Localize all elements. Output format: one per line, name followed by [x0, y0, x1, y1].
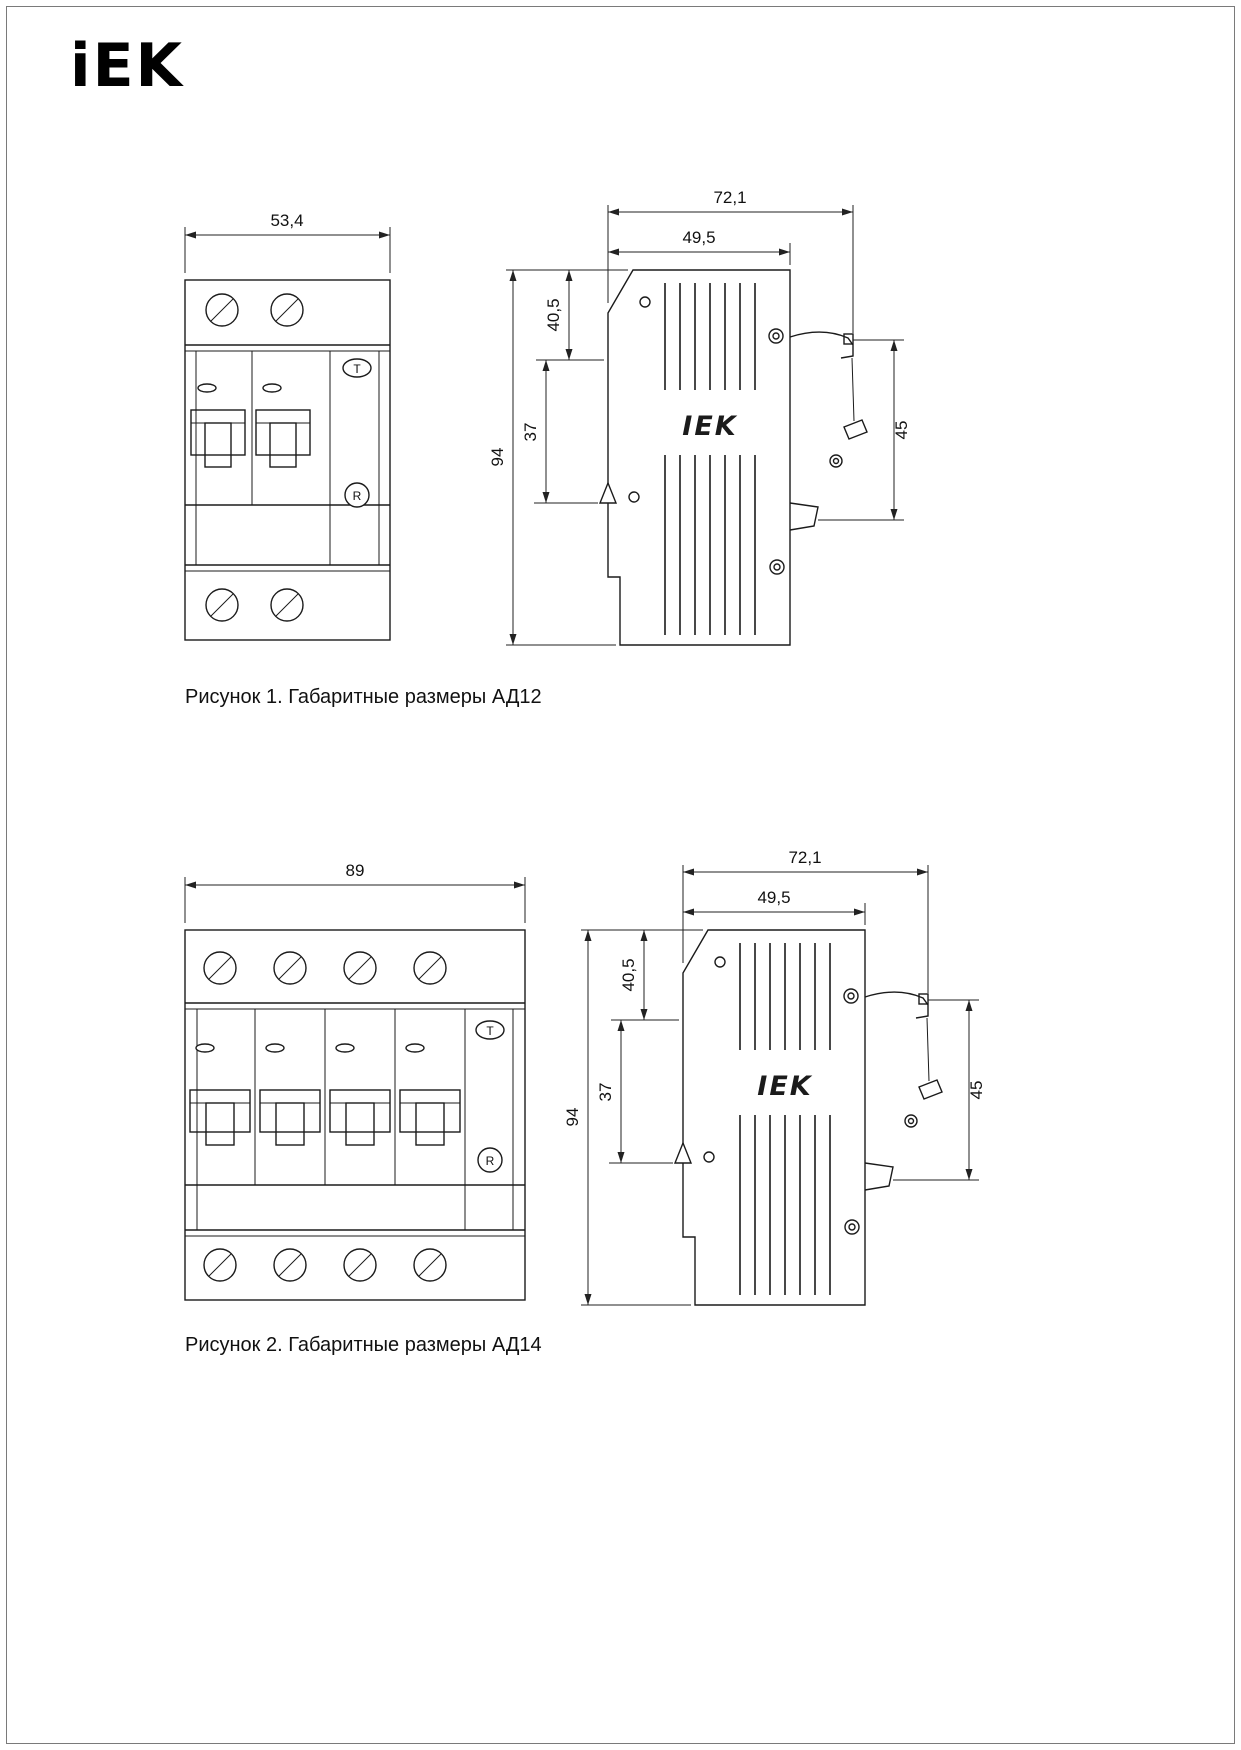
breaker-front-4pole: T R — [184, 929, 526, 1301]
mounting-arrow — [598, 481, 618, 504]
fig2-dim-width-body: 49,5 — [683, 888, 866, 925]
terminal-screws-top — [205, 293, 304, 327]
fig2-front-width-dimension: 89 — [184, 861, 526, 923]
terminal-screws-top — [203, 951, 447, 985]
svg-text:49,5: 49,5 — [757, 888, 790, 907]
svg-text:40,5: 40,5 — [619, 958, 638, 991]
reset-button: R — [344, 482, 370, 508]
svg-text:37: 37 — [521, 423, 540, 442]
fig1-front-view-drawing: 53,4 — [184, 211, 391, 641]
reset-button: R — [477, 1147, 503, 1173]
vent-ribs — [664, 283, 756, 635]
toggle-lever — [189, 1089, 251, 1146]
indicator-windows — [195, 1043, 425, 1053]
fig1-dim-height-mid: 37 — [521, 360, 598, 504]
fig2-dim-height-mid: 37 — [596, 1020, 673, 1164]
fig2-dim-height-rail: 45 — [893, 999, 986, 1181]
fig1-dim-height-rail: 45 — [818, 339, 911, 521]
svg-text:T: T — [486, 1024, 494, 1038]
rail-latch — [918, 1079, 943, 1100]
fig1-caption: Рисунок 1. Габаритные размеры АД12 — [185, 686, 542, 708]
fig1-front-width-dimension: 53,4 — [184, 211, 391, 273]
fig2-side-view-drawing: 72,1 49,5 94 40,5 37 45 — [563, 848, 986, 1306]
toggle-lever — [329, 1089, 391, 1146]
toggle-lever — [255, 409, 311, 468]
rail-latch — [843, 419, 868, 440]
svg-text:45: 45 — [967, 1081, 986, 1100]
breaker-front-2pole: T R — [184, 279, 391, 641]
indicator-windows — [197, 383, 282, 393]
test-button: T — [342, 358, 372, 378]
svg-text:94: 94 — [488, 448, 507, 467]
breaker-side-profile — [673, 929, 943, 1306]
svg-text:40,5: 40,5 — [544, 298, 563, 331]
svg-text:R: R — [486, 1154, 495, 1168]
fig2-front-view-drawing: 89 — [184, 861, 526, 1301]
breaker-side-profile — [598, 269, 868, 646]
dim-label-width: 89 — [346, 861, 365, 880]
fig1-dim-width-total: 72,1 — [607, 188, 854, 333]
mounting-arrow — [673, 1141, 693, 1164]
svg-text:72,1: 72,1 — [713, 188, 746, 207]
iek-logo: iEK — [70, 31, 185, 101]
svg-text:R: R — [353, 489, 362, 503]
fig1-dim-width-body: 49,5 — [608, 228, 791, 265]
svg-text:37: 37 — [596, 1083, 615, 1102]
svg-text:72,1: 72,1 — [788, 848, 821, 867]
vent-ribs — [739, 943, 831, 1295]
toggle-lever — [190, 409, 246, 468]
fig2-dim-width-total: 72,1 — [682, 848, 929, 993]
toggle-lever — [259, 1089, 321, 1146]
fig1-dim-height-upper: 40,5 — [536, 270, 604, 361]
side-brand-logo: IEK — [682, 411, 737, 442]
side-brand-logo: IEK — [757, 1071, 812, 1102]
svg-text:94: 94 — [563, 1108, 582, 1127]
page-border — [6, 6, 1235, 1744]
terminal-screws-bottom — [205, 588, 304, 622]
svg-text:49,5: 49,5 — [682, 228, 715, 247]
test-button: T — [475, 1020, 505, 1040]
svg-text:45: 45 — [892, 421, 911, 440]
fig2-dim-height-upper: 40,5 — [611, 930, 679, 1021]
terminal-screws-bottom — [203, 1248, 447, 1282]
toggle-lever — [399, 1089, 461, 1146]
fig2-caption: Рисунок 2. Габаритные размеры АД14 — [185, 1334, 542, 1356]
fig1-side-view-drawing: 72,1 49,5 94 40,5 37 45 — [488, 188, 911, 646]
dim-label-width: 53,4 — [270, 211, 303, 230]
svg-text:T: T — [353, 362, 361, 376]
